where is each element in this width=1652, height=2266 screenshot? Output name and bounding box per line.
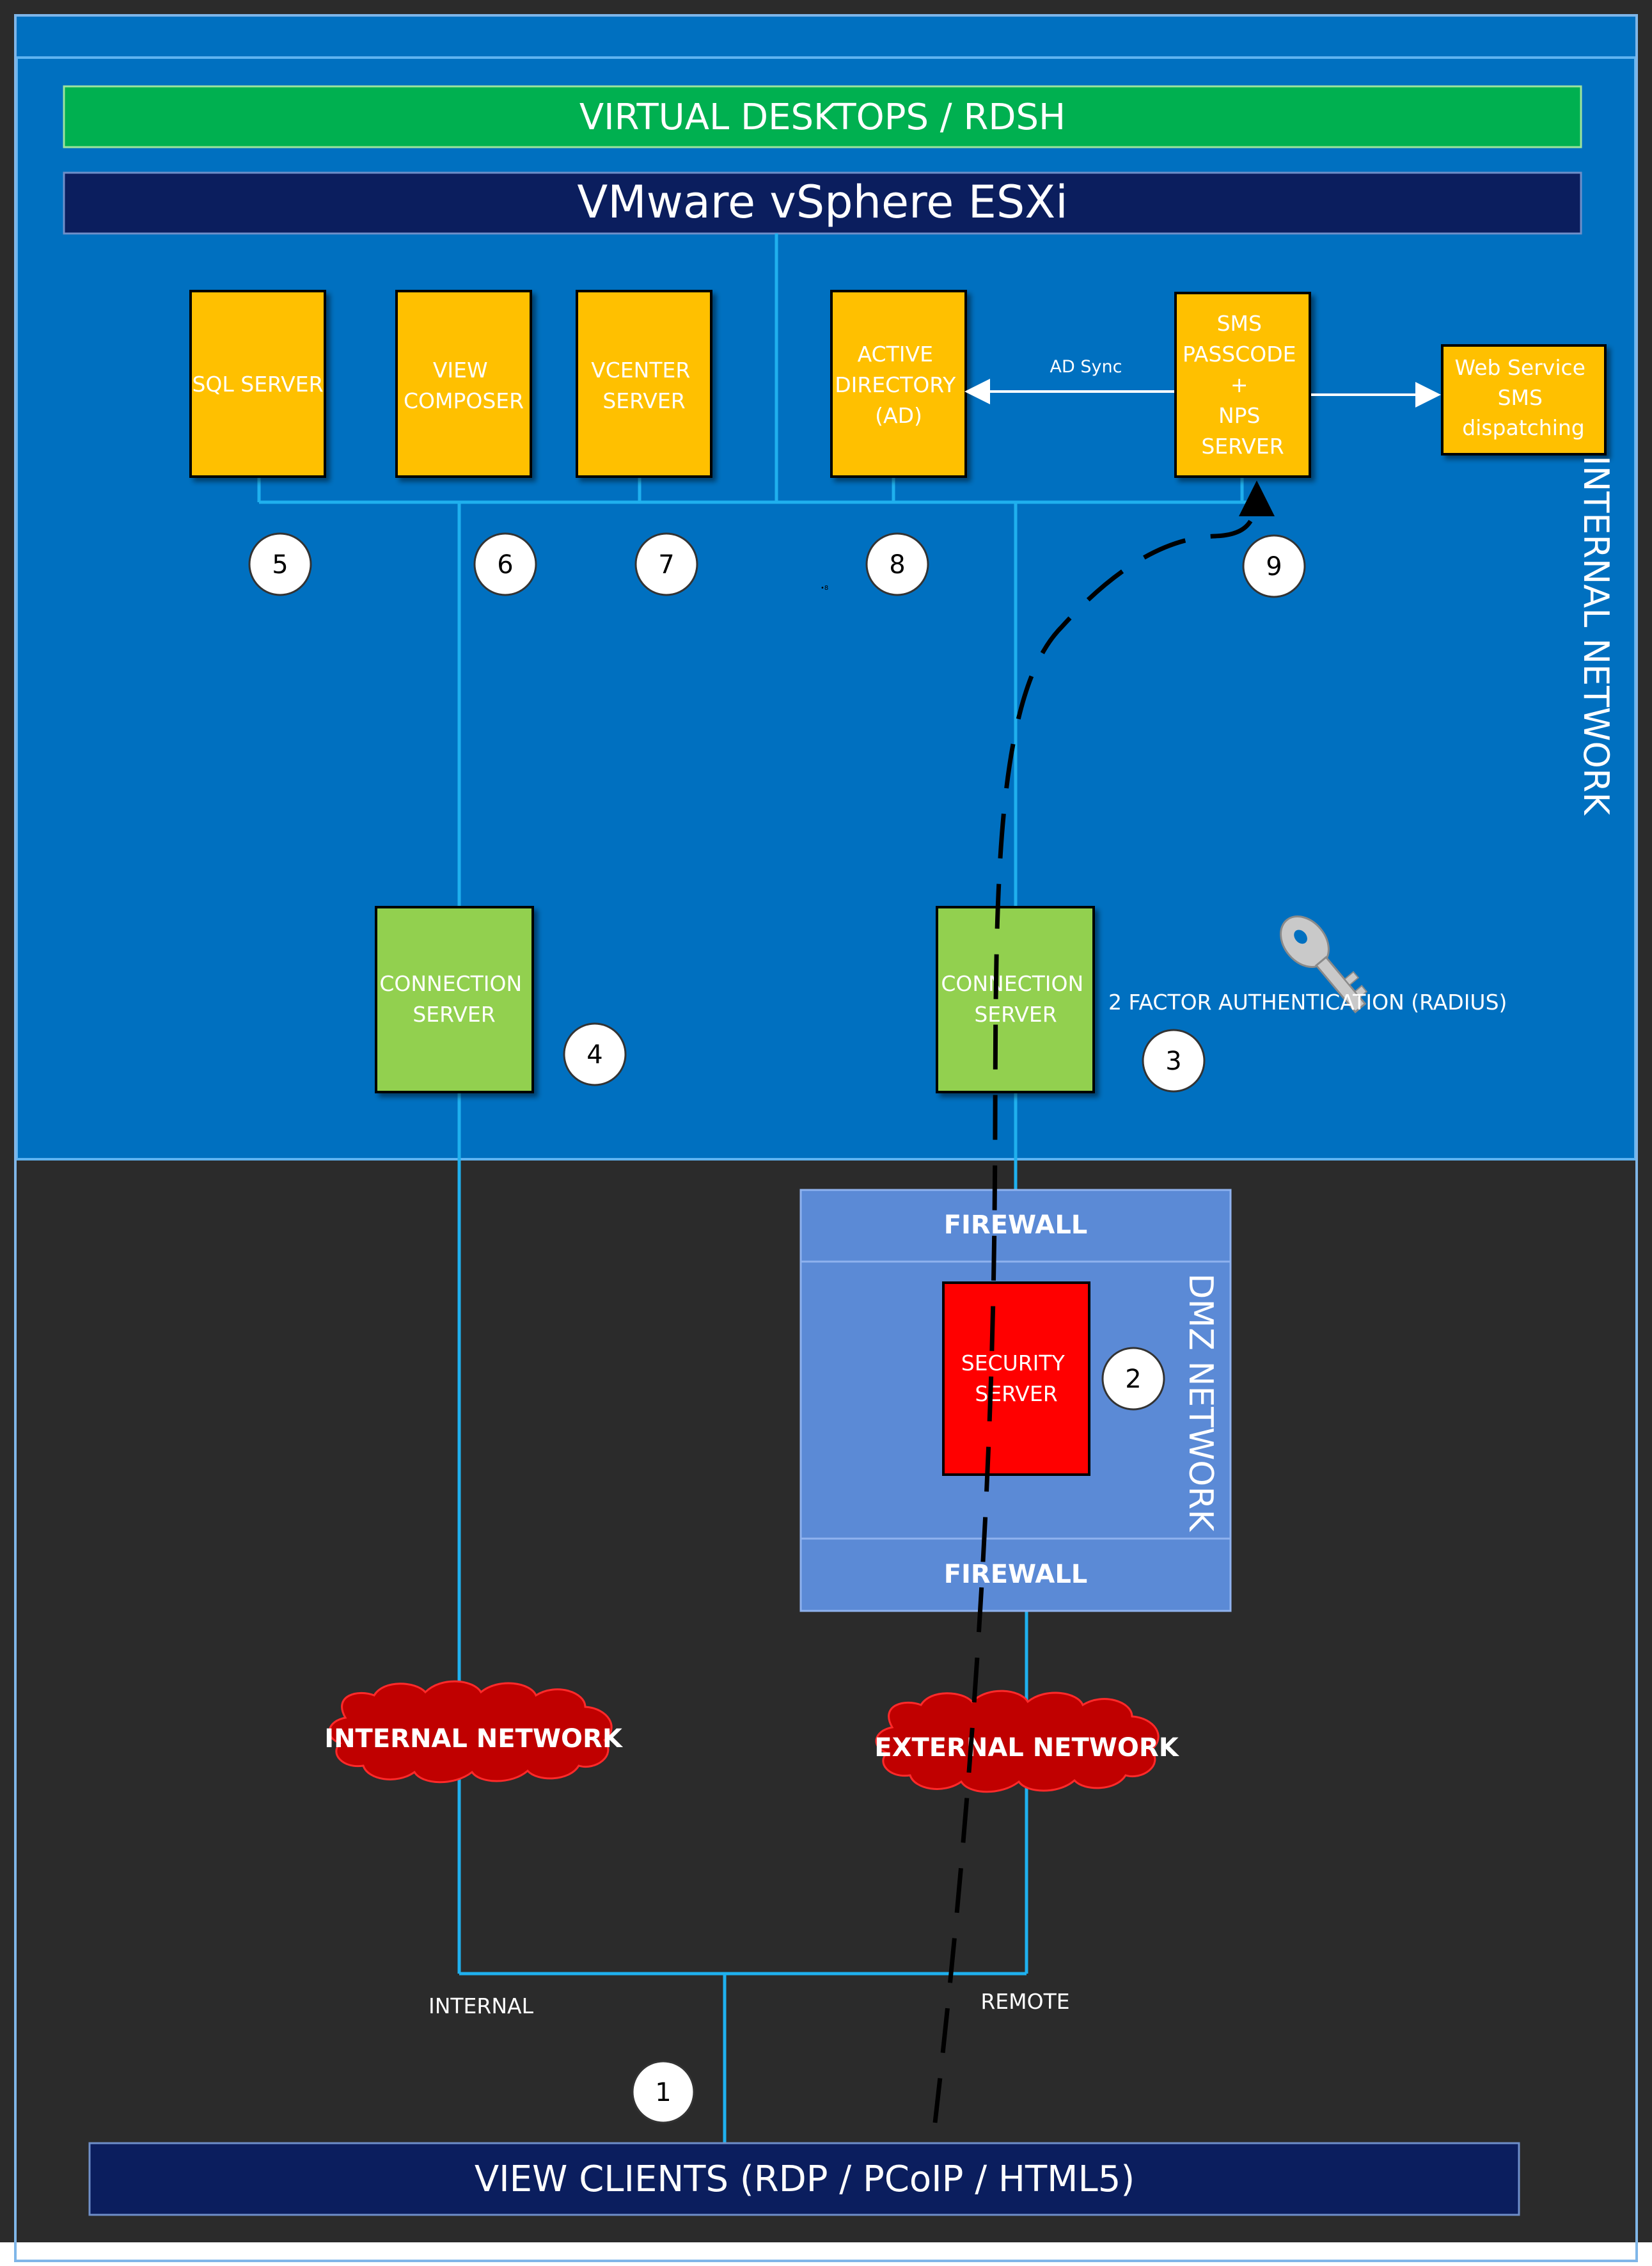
- web-service-label: Web Service SMS dispatching: [1455, 355, 1593, 440]
- internal-network-cloud: INTERNAL NETWORK: [324, 1680, 624, 1784]
- step-4-marker: [563, 1022, 627, 1086]
- internal-network-zone-label: INTERNAL NETWORK: [1576, 456, 1616, 816]
- security-server-box: [942, 1281, 1090, 1476]
- internal-connection-server-box: [375, 906, 534, 1093]
- sql-server-box: [189, 290, 326, 478]
- firewall-bottom-band: [799, 1537, 1232, 1612]
- step-8-marker: [865, 532, 929, 596]
- dmz-network-zone-label: DMZ NETWORK: [1181, 1273, 1220, 1532]
- stray-mark: •8: [821, 585, 828, 592]
- step-2-marker: [1101, 1347, 1165, 1411]
- step-5-marker: [248, 532, 312, 596]
- external-connection-server-box: [936, 906, 1095, 1093]
- view-clients-label: VIEW CLIENTS (RDP / PCoIP / HTML5): [475, 2159, 1135, 2200]
- step-3-marker: [1142, 1029, 1206, 1093]
- step-9-label: 9: [1266, 552, 1282, 582]
- firewall-bottom-label: FIREWALL: [944, 1560, 1088, 1589]
- ad-sync-label: AD Sync: [1050, 357, 1122, 377]
- firewall-top-band: [799, 1189, 1232, 1263]
- vcenter-server-box: [576, 290, 712, 478]
- external-network-cloud-label: EXTERNAL NETWORK: [874, 1733, 1179, 1763]
- step-6-marker: [473, 532, 537, 596]
- esxi-bar: [63, 171, 1582, 235]
- view-composer-label: VIEW COMPOSER: [404, 358, 524, 413]
- key-icon: [1280, 915, 1368, 1013]
- step-7-label: 7: [658, 550, 674, 580]
- step-3-label: 3: [1165, 1047, 1181, 1076]
- two-factor-auth-label: 2 FACTOR AUTHENTICATION (RADIUS): [1108, 990, 1507, 1015]
- step-4-label: 4: [586, 1040, 602, 1070]
- esxi-label: VMware vSphere ESXi: [577, 176, 1067, 228]
- step-2-label: 2: [1125, 1365, 1141, 1394]
- step-1-label: 1: [655, 2078, 671, 2107]
- step-8-label: 8: [889, 550, 905, 580]
- step-markers: 5 6 7 8 9: [248, 532, 1306, 598]
- web-service-box: [1441, 344, 1607, 456]
- firewall-top-label: FIREWALL: [944, 1210, 1088, 1240]
- external-connection-server-label: CONNECTION SERVER: [941, 971, 1090, 1027]
- step-1-marker: [631, 2060, 695, 2124]
- view-clients-bar: [88, 2142, 1520, 2216]
- remote-path-label: REMOTE: [980, 1989, 1069, 2014]
- vcenter-server-label: VCENTER SERVER: [591, 358, 697, 413]
- step-6-label: 6: [497, 550, 513, 580]
- internal-path-label: INTERNAL: [429, 1993, 534, 2018]
- sms-nps-server-box: [1174, 292, 1311, 478]
- virtual-desktops-bar: [63, 85, 1582, 148]
- view-composer-box: [395, 290, 532, 478]
- sms-nps-server-label: SMS PASSCODE + NPS SERVER: [1183, 311, 1303, 459]
- step-5-label: 5: [272, 550, 288, 580]
- step-9-marker: [1242, 534, 1306, 598]
- page-frame: [14, 14, 1638, 2262]
- step-7-marker: [634, 532, 698, 596]
- internal-network-cloud-label: INTERNAL NETWORK: [324, 1724, 624, 1754]
- virtual-desktops-label: VIRTUAL DESKTOPS / RDSH: [579, 97, 1066, 138]
- internal-connection-server-label: CONNECTION SERVER: [379, 971, 528, 1027]
- active-directory-box: [830, 290, 967, 478]
- two-factor-flow-path: [932, 480, 1275, 2123]
- sql-server-label: SQL SERVER: [192, 372, 323, 397]
- active-directory-label: ACTIVE DIRECTORY (AD): [835, 342, 963, 428]
